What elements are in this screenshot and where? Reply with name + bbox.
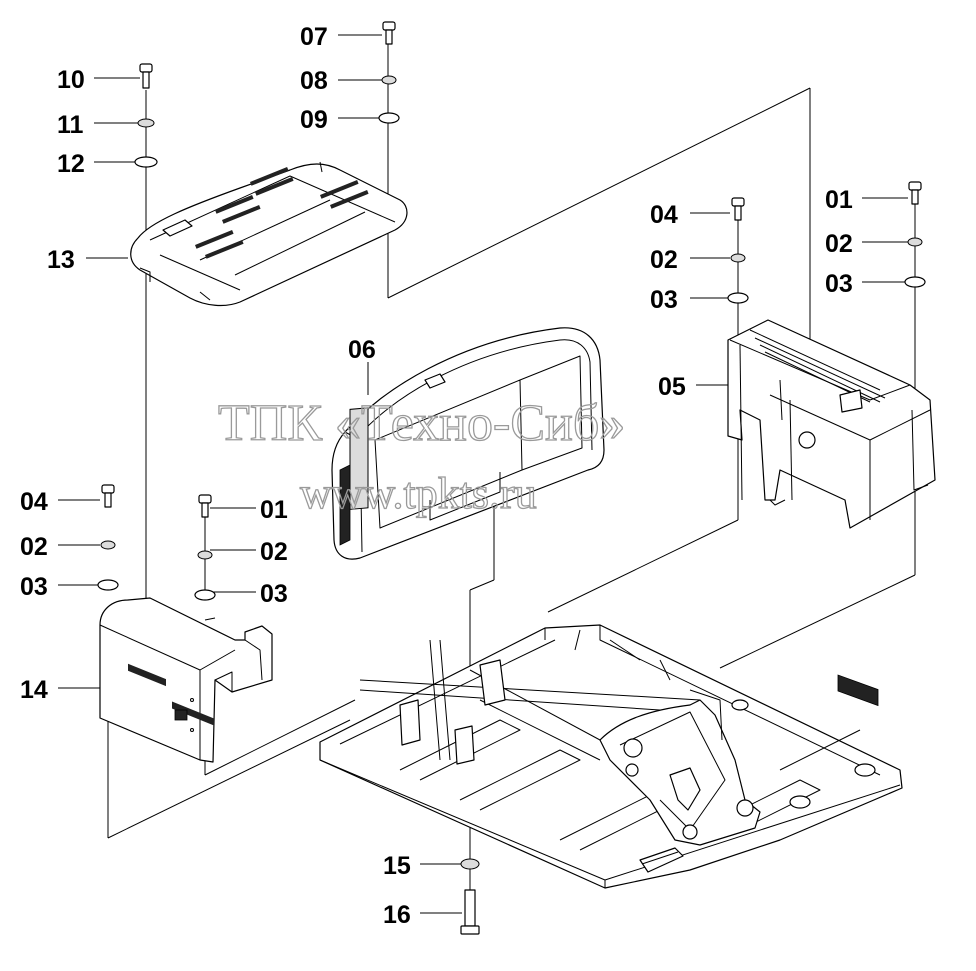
cabinet-14 <box>99 597 273 763</box>
top-cover-13 <box>130 161 408 307</box>
bolt-01-left <box>198 494 212 518</box>
bolt-04-left <box>101 484 115 508</box>
washer-15 <box>460 858 480 870</box>
callout-01-mid: 01 <box>260 496 288 524</box>
callout-09: 09 <box>300 106 328 134</box>
callout-02-right: 02 <box>650 246 678 274</box>
bolt-16 <box>460 889 480 935</box>
housing-05 <box>727 319 936 707</box>
callout-03-far-right: 03 <box>825 270 853 298</box>
watermark: ТПК «Техно-Сиб» www.tpkts.ru <box>217 394 626 518</box>
washer-11 <box>137 118 155 128</box>
callout-05: 05 <box>658 373 686 401</box>
callout-02-far-right: 02 <box>825 230 853 258</box>
callout-02-mid: 02 <box>260 538 288 566</box>
callout-06: 06 <box>348 336 376 364</box>
callout-02-left: 02 <box>20 533 48 561</box>
fasteners <box>97 21 926 935</box>
callout-10: 10 <box>57 66 85 94</box>
watermark-line2: www.tpkts.ru <box>300 469 537 518</box>
callout-16: 16 <box>383 901 411 929</box>
washer-03-left <box>97 579 119 591</box>
washer-03-far-right <box>904 276 926 288</box>
washer-02-mid <box>197 550 213 560</box>
callout-04-right: 04 <box>650 201 678 229</box>
bolt-01-far-right <box>908 181 922 205</box>
callout-14: 14 <box>20 676 48 704</box>
callout-pointers <box>58 34 908 914</box>
callout-08: 08 <box>300 67 328 95</box>
washer-09 <box>378 112 400 124</box>
callout-07: 07 <box>300 23 328 51</box>
washer-03-mid <box>194 589 216 601</box>
callout-11: 11 <box>57 111 84 139</box>
callout-03-left: 03 <box>20 573 48 601</box>
base-frame <box>319 624 903 889</box>
callout-03-right: 03 <box>650 286 678 314</box>
callout-01-far-right: 01 <box>825 186 853 214</box>
washer-02-right <box>730 253 746 263</box>
side-panel-06 <box>331 327 605 560</box>
bolt-07 <box>382 21 396 45</box>
callout-13: 13 <box>47 246 75 274</box>
washer-03-right <box>727 292 749 304</box>
washer-08 <box>381 75 397 85</box>
callout-04-left: 04 <box>20 488 48 516</box>
bolt-04-right <box>731 197 745 221</box>
washer-12 <box>134 156 158 168</box>
watermark-line1: ТПК «Техно-Сиб» <box>218 395 625 452</box>
bolt-10 <box>139 63 153 89</box>
callout-12: 12 <box>57 150 85 178</box>
callout-03-mid: 03 <box>260 580 288 608</box>
callout-labels: 07 08 09 10 11 12 13 04 02 03 05 06 01 0… <box>20 23 853 929</box>
washer-02-left <box>100 540 116 550</box>
callout-15: 15 <box>383 852 411 880</box>
washer-02-far-right <box>907 237 923 247</box>
